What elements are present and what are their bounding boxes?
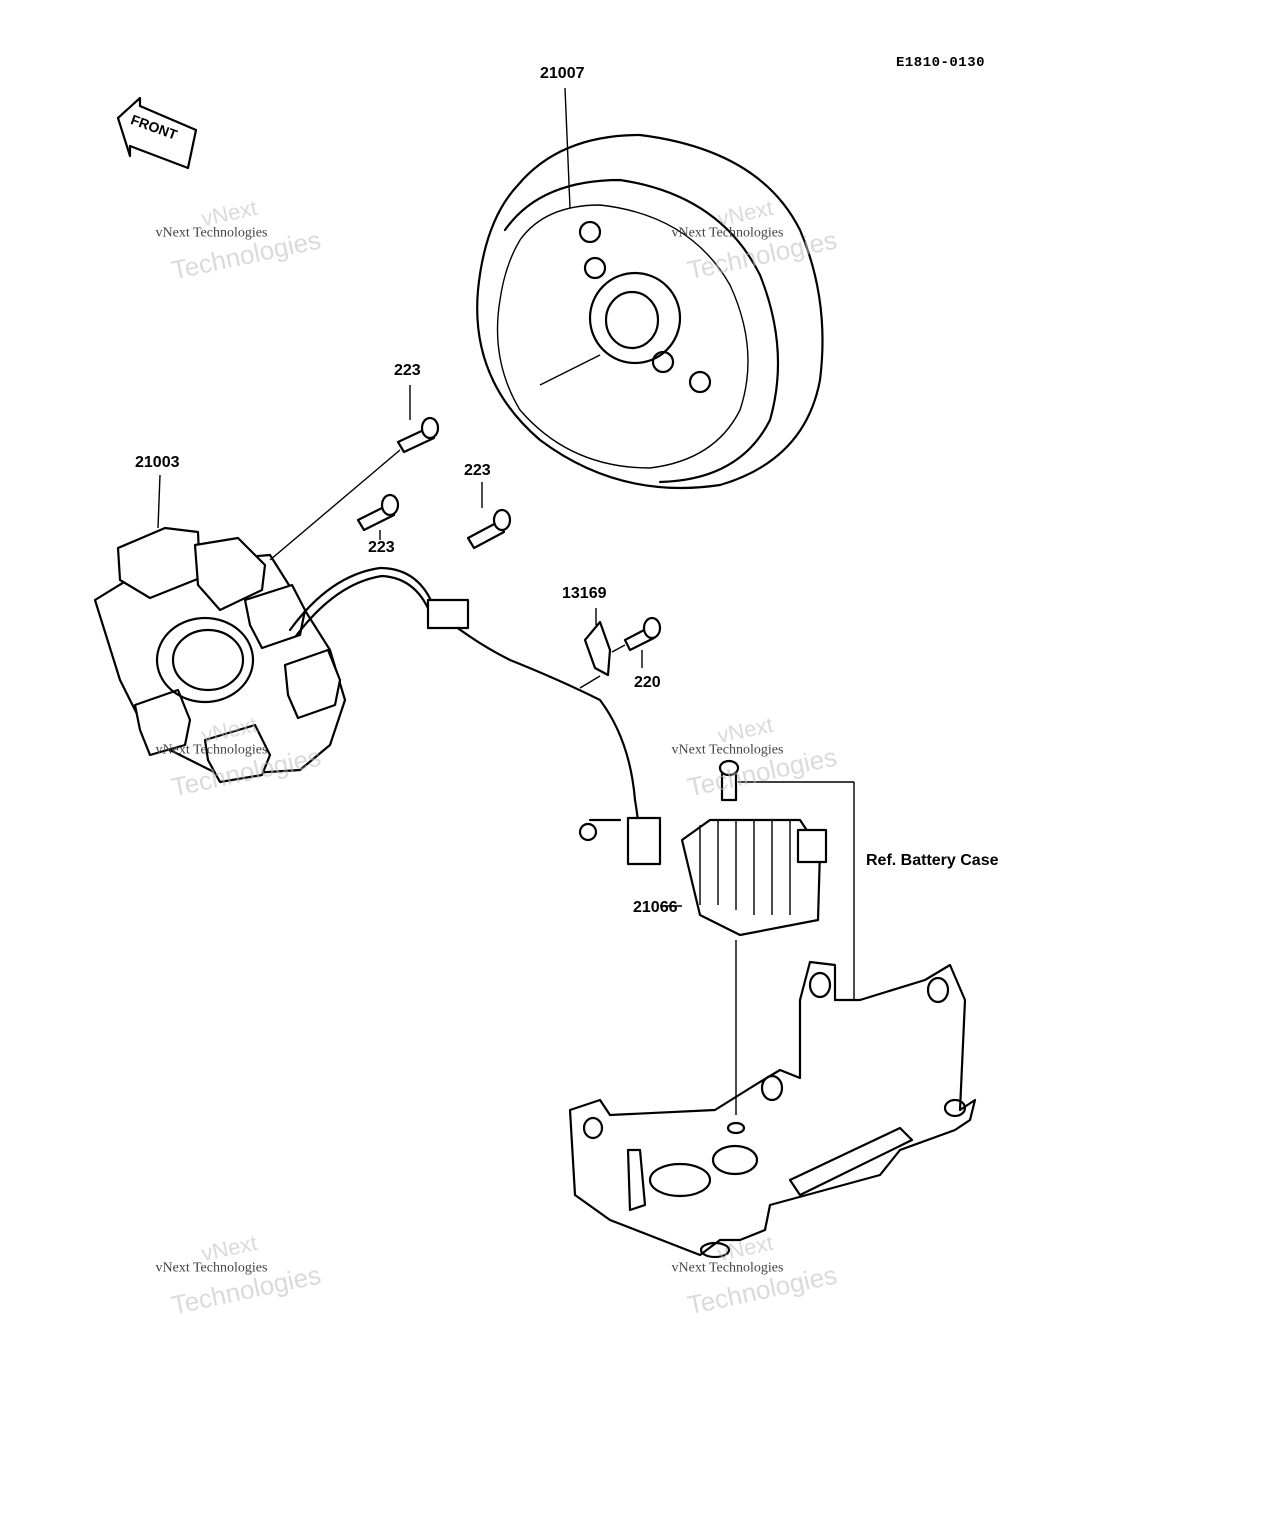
front-arrow-icon [116, 96, 198, 170]
part-number-223-left: 223 [368, 539, 395, 556]
bolt-223-right [466, 482, 512, 550]
part-number-21003: 21003 [135, 454, 180, 471]
clamp-13169 [579, 608, 612, 689]
bolt-223-left [356, 493, 400, 540]
diagram-code: E1810-0130 [896, 55, 986, 71]
battery-case-bracket [568, 960, 977, 1259]
part-number-223-right: 223 [464, 462, 491, 479]
wire-harness [288, 566, 662, 866]
part-number-21007: 21007 [540, 65, 585, 82]
bolt-223-top [269, 385, 440, 561]
part-number-21066: 21066 [633, 899, 678, 916]
stator-part [93, 474, 347, 784]
part-number-13169: 13169 [562, 585, 607, 602]
part-number-220: 220 [634, 674, 661, 691]
reference-note: Ref. Battery Case [866, 852, 999, 869]
flywheel-part [476, 87, 824, 490]
part-number-223-top: 223 [394, 362, 421, 379]
regulator-21066 [660, 759, 855, 1115]
bolt-220 [611, 616, 662, 668]
